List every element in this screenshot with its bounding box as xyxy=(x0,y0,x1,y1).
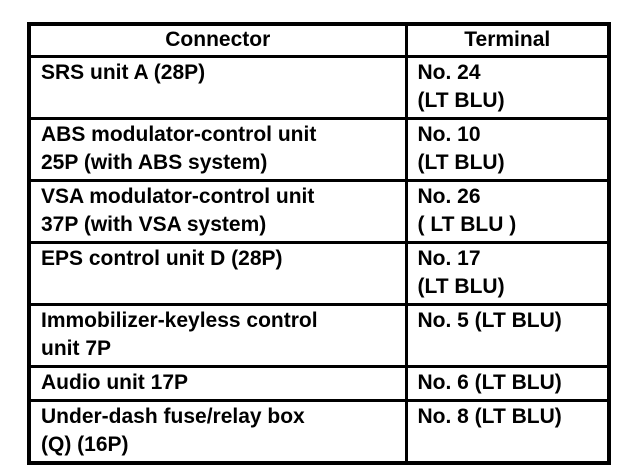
terminal-text: ( LT BLU ) xyxy=(417,213,517,236)
connector-cell: VSA modulator-control unit 37P (with VSA… xyxy=(27,179,408,244)
terminal-text: No. 6 (LT BLU) xyxy=(417,371,562,394)
table-row: SRS unit A (28P) No. 24 (LT BLU) xyxy=(27,55,611,120)
connector-text: (Q) (16P) xyxy=(41,433,129,456)
connector-text: 25P (with ABS system) xyxy=(41,151,268,174)
connector-text: ABS modulator-control unit xyxy=(41,123,317,146)
terminal-cell: No. 10 (LT BLU) xyxy=(404,117,611,182)
terminal-cell: No. 26 ( LT BLU ) xyxy=(404,179,611,244)
connector-text: Under-dash fuse/relay box xyxy=(41,405,305,428)
terminal-text: No. 5 (LT BLU) xyxy=(417,309,562,332)
connector-cell: Under-dash fuse/relay box (Q) (16P) xyxy=(27,399,408,465)
connector-text: SRS unit A (28P) xyxy=(41,61,206,84)
connector-text: 37P (with VSA system) xyxy=(41,213,267,236)
table-row: Immobilizer-keyless control unit 7P No. … xyxy=(27,303,611,368)
table-row: ABS modulator-control unit 25P (with ABS… xyxy=(27,117,611,182)
column-header-connector: Connector xyxy=(27,22,408,58)
connector-text: EPS control unit D (28P) xyxy=(41,247,283,270)
table-row: EPS control unit D (28P) No. 17 (LT BLU) xyxy=(27,241,611,306)
connector-cell: EPS control unit D (28P) xyxy=(27,241,408,306)
connector-terminal-table: Connector Terminal SRS unit A (28P) No. … xyxy=(27,22,611,465)
table-header-row: Connector Terminal xyxy=(27,22,611,58)
connector-cell: ABS modulator-control unit 25P (with ABS… xyxy=(27,117,408,182)
connector-cell: Immobilizer-keyless control unit 7P xyxy=(27,303,408,368)
connector-text: VSA modulator-control unit xyxy=(41,185,315,208)
terminal-cell: No. 6 (LT BLU) xyxy=(404,365,611,402)
connector-cell: Audio unit 17P xyxy=(27,365,408,402)
connector-text: Immobilizer-keyless control xyxy=(41,309,318,332)
terminal-cell: No. 5 (LT BLU) xyxy=(404,303,611,368)
terminal-text: No. 8 (LT BLU) xyxy=(417,405,562,428)
terminal-text: (LT BLU) xyxy=(417,89,505,112)
terminal-text: (LT BLU) xyxy=(417,275,505,298)
connector-cell: SRS unit A (28P) xyxy=(27,55,408,120)
terminal-text: No. 10 xyxy=(417,123,481,146)
terminal-text: No. 26 xyxy=(417,185,481,208)
table-row: Under-dash fuse/relay box (Q) (16P) No. … xyxy=(27,399,611,465)
terminal-cell: No. 8 (LT BLU) xyxy=(404,399,611,465)
terminal-text: No. 17 xyxy=(417,247,481,270)
table-row: VSA modulator-control unit 37P (with VSA… xyxy=(27,179,611,244)
terminal-text: No. 24 xyxy=(417,61,481,84)
connector-text: Audio unit 17P xyxy=(41,371,188,394)
connector-text: unit 7P xyxy=(41,337,112,360)
terminal-cell: No. 17 (LT BLU) xyxy=(404,241,611,306)
terminal-cell: No. 24 (LT BLU) xyxy=(404,55,611,120)
column-header-terminal: Terminal xyxy=(404,22,611,58)
table-row: Audio unit 17P No. 6 (LT BLU) xyxy=(27,365,611,402)
terminal-text: (LT BLU) xyxy=(417,151,505,174)
